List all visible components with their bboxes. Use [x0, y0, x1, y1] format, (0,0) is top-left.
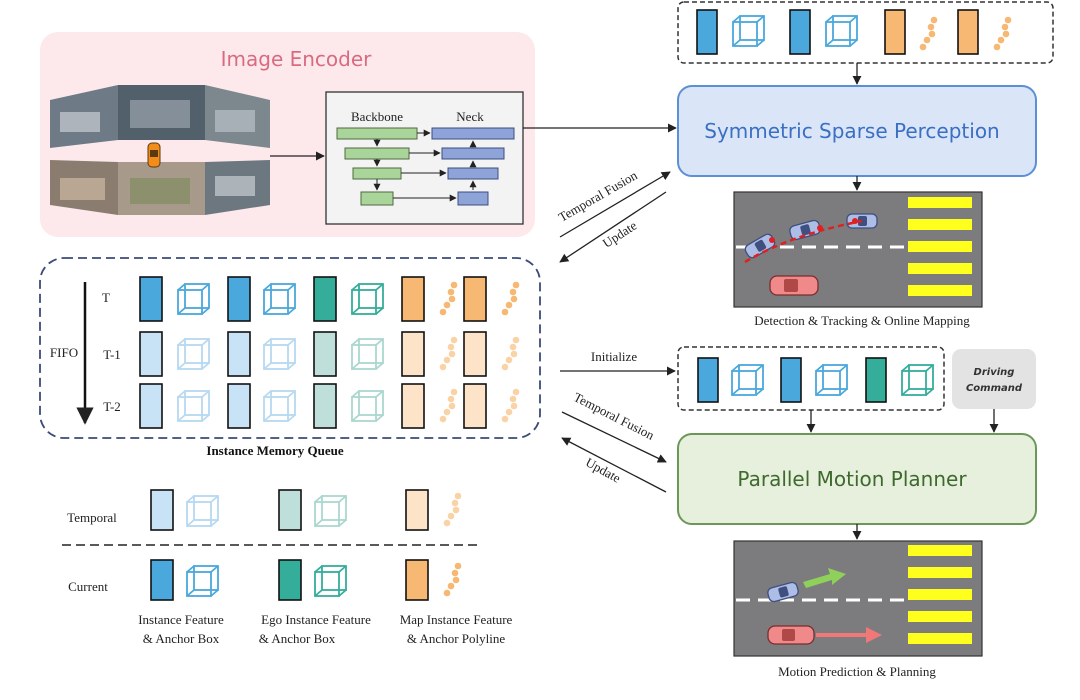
planner-temporal-fusion-label: Temporal Fusion — [571, 389, 657, 443]
legend-item-line1: Map Instance Feature — [400, 612, 513, 627]
map-instance-feature-icon — [463, 276, 487, 322]
image-encoder-title: Image Encoder — [221, 47, 373, 71]
perception-temporal-fusion-label: Temporal Fusion — [556, 167, 640, 224]
perception-instance-group — [677, 1, 1054, 64]
legend-current-label: Current — [68, 579, 108, 594]
backbone-label: Backbone — [351, 109, 403, 124]
instance-feature-icon — [139, 383, 163, 429]
map-instance-feature-icon — [957, 9, 979, 55]
driving-command-line1: Driving — [974, 367, 1015, 378]
legend-item-line2: & Anchor Box — [259, 631, 336, 646]
anchor-box-icon — [351, 338, 384, 370]
perception-scene-caption: Detection & Tracking & Online Mapping — [754, 313, 970, 328]
anchor-polyline-icon — [501, 281, 520, 316]
camera-images — [50, 85, 270, 215]
ego-car-icon — [147, 142, 161, 168]
anchor-polyline-icon — [993, 16, 1012, 51]
anchor-polyline-icon — [919, 16, 938, 51]
queue-row-label: T — [102, 290, 110, 305]
anchor-box-icon — [177, 283, 210, 315]
anchor-box-icon — [901, 364, 934, 396]
perception-title: Symmetric Sparse Perception — [704, 119, 999, 143]
queue-row-label: T-2 — [103, 399, 121, 414]
planner-instance-group — [677, 346, 945, 411]
anchor-polyline-icon — [439, 336, 458, 371]
anchor-box-icon — [263, 390, 296, 422]
instance-feature-icon — [227, 331, 251, 377]
instance-feature-icon — [789, 9, 811, 55]
anchor-box-icon — [815, 364, 848, 396]
instance-feature-icon — [227, 276, 251, 322]
anchor-polyline-icon — [501, 388, 520, 423]
driving-command-box: Driving Command — [952, 349, 1036, 409]
instance-feature-icon — [150, 489, 174, 531]
map-instance-feature-icon — [463, 331, 487, 377]
legend: Temporal Current Instance Feature & Anch… — [62, 489, 513, 646]
driving-command-line2: Command — [966, 383, 1023, 394]
instance-feature-icon — [780, 357, 802, 403]
instance-feature-icon — [697, 357, 719, 403]
anchor-box-icon — [731, 364, 764, 396]
anchor-box-icon — [351, 390, 384, 422]
planner-title: Parallel Motion Planner — [737, 467, 967, 491]
map-instance-feature-icon — [401, 331, 425, 377]
ego-instance-feature-icon — [313, 383, 337, 429]
anchor-polyline-icon — [443, 492, 462, 527]
anchor-polyline-icon — [439, 388, 458, 423]
map-instance-feature-icon — [884, 9, 906, 55]
anchor-box-icon — [263, 283, 296, 315]
anchor-polyline-icon — [443, 562, 462, 597]
instance-memory-queue: FIFO T T-1 T-2 — [39, 257, 541, 439]
map-instance-feature-icon — [405, 559, 429, 601]
anchor-polyline-icon — [439, 281, 458, 316]
anchor-box-icon — [177, 338, 210, 370]
car-icon — [767, 625, 815, 645]
legend-item-line1: Ego Instance Feature — [261, 612, 371, 627]
legend-temporal-label: Temporal — [67, 510, 117, 525]
fifo-label: FIFO — [50, 345, 78, 360]
instance-feature-icon — [150, 559, 174, 601]
map-instance-feature-icon — [463, 383, 487, 429]
map-instance-feature-icon — [401, 276, 425, 322]
neck-label: Neck — [456, 109, 484, 124]
anchor-box-icon — [314, 565, 347, 597]
planning-scene — [733, 540, 983, 657]
car-icon — [769, 275, 819, 296]
legend-item-line2: & Anchor Polyline — [407, 631, 505, 646]
map-instance-feature-icon — [405, 489, 429, 531]
anchor-box-icon — [732, 15, 765, 47]
legend-item-line1: Instance Feature — [138, 612, 224, 627]
symmetric-sparse-perception-block: Symmetric Sparse Perception — [677, 85, 1037, 177]
anchor-box-icon — [825, 15, 858, 47]
instance-feature-icon — [227, 383, 251, 429]
planning-scene-caption: Motion Prediction & Planning — [778, 664, 936, 679]
ego-instance-feature-icon — [278, 489, 302, 531]
anchor-polyline-icon — [501, 336, 520, 371]
instance-feature-icon — [139, 331, 163, 377]
queue-row-label: T-1 — [103, 347, 121, 362]
ego-instance-feature-icon — [278, 559, 302, 601]
instance-feature-icon — [696, 9, 718, 55]
ego-instance-feature-icon — [865, 357, 887, 403]
legend-item-line2: & Anchor Box — [143, 631, 220, 646]
perception-scene — [733, 191, 983, 308]
ego-instance-feature-icon — [313, 331, 337, 377]
map-instance-feature-icon — [401, 383, 425, 429]
anchor-box-icon — [186, 565, 219, 597]
anchor-box-icon — [186, 495, 219, 527]
anchor-box-icon — [177, 390, 210, 422]
ego-instance-feature-icon — [313, 276, 337, 322]
parallel-motion-planner-block: Parallel Motion Planner — [677, 433, 1037, 525]
instance-feature-icon — [139, 276, 163, 322]
memory-queue-caption: Instance Memory Queue — [206, 443, 343, 458]
backbone-neck-block: Backbone Neck — [325, 91, 524, 225]
anchor-box-icon — [351, 283, 384, 315]
initialize-label: Initialize — [591, 349, 637, 364]
image-encoder-panel: Image Encoder Backbone Neck — [40, 32, 677, 237]
anchor-box-icon — [314, 495, 347, 527]
anchor-box-icon — [263, 338, 296, 370]
